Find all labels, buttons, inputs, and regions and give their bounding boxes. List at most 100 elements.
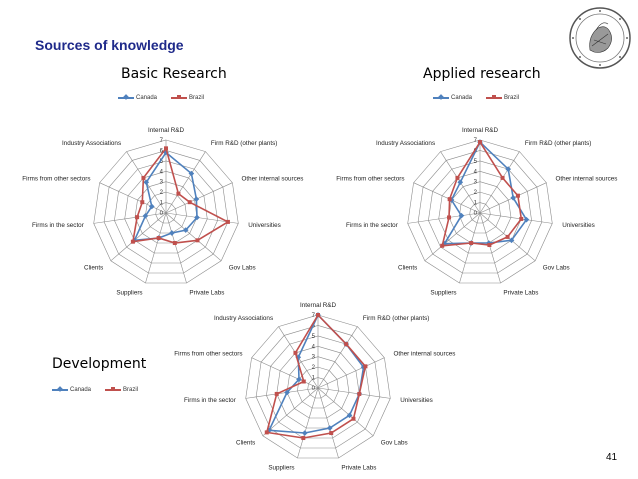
axis-spoke [165,151,206,214]
legend-item-canada: Canada [118,94,157,101]
tick-label: 3 [312,355,316,361]
axis-spoke [99,182,167,214]
grid-ring [469,202,491,224]
grid-ring [114,160,218,264]
axis-label-industry-associations: Industry Associations [214,315,273,322]
chart-title-development: Development [52,356,147,372]
grid-ring [276,345,360,429]
axis-label-clients: Clients [398,264,417,271]
axis-label-internal-randd: Internal R&D [462,127,498,134]
axis-spoke [297,387,319,459]
tick-label: 4 [474,169,478,175]
institution-seal-logo [568,6,632,70]
axis-label-private-labs: Private Labs [189,290,224,297]
axis-label-clients: Clients [84,264,103,271]
data-point-canada [301,430,308,436]
grid-ring [255,325,381,449]
grid-ring [307,377,329,399]
data-point-brazil [301,379,306,384]
grid-ring [417,150,543,274]
data-point-canada [169,230,175,236]
tick-label: 4 [160,169,164,175]
tick-label: 6 [312,323,316,329]
data-point-brazil [447,197,452,202]
axis-spoke [407,212,481,224]
data-point-canada [523,216,530,223]
tick-label: 0 [160,211,164,217]
axis-label-other-internal-sources: Other internal sources [242,176,304,183]
grid-ring [93,139,239,284]
axis-label-universities: Universities [248,222,281,229]
axis-label-universities: Universities [562,222,595,229]
axis-label-suppliers: Suppliers [116,290,142,297]
tick-label: 1 [312,376,316,382]
data-point-brazil [505,234,510,239]
axis-label-firm-randd-other-plants: Firm R&D (other plants) [525,140,591,147]
data-point-canada [194,214,200,221]
legend-item-brazil: Brazil [171,95,204,101]
chart-title-basic-research: Basic Research [121,66,227,82]
data-point-brazil [172,241,177,246]
axis-spoke [424,212,481,262]
grid-ring [145,191,187,234]
data-point-brazil [135,215,140,220]
data-point-brazil [274,391,279,396]
tick-label: 5 [312,334,316,340]
data-point-brazil [344,342,349,347]
tick-label: 2 [312,365,316,371]
data-point-brazil [164,146,168,151]
data-point-canada [457,179,464,186]
tick-label: 6 [160,148,164,154]
axis-label-universities: Universities [400,397,433,404]
axis-spoke [245,387,319,399]
radar-chart-applied-research: Internal R&D Firm R&D (other plants) Other… [336,127,617,297]
tick-label: 7 [160,138,164,144]
slide-title: Sources of knowledge [35,37,184,53]
data-point-brazil [487,243,492,248]
legend-item-brazil: Brazil [486,95,519,101]
axis-spoke [93,212,167,224]
axis-spoke [479,151,520,214]
legend-basic-research: Canada Brazil [118,94,204,101]
axis-label-firms-from-other-sectors: Firms from other sectors [336,176,404,183]
data-point-brazil [130,239,135,244]
axis-label-other-internal-sources: Other internal sources [394,351,456,358]
axis-label-firms-in-the-sector: Firms in the sector [184,397,236,404]
tick-label: 1 [474,201,478,207]
axis-spoke [413,182,481,214]
data-point-brazil [469,241,474,246]
data-point-canada [346,412,353,419]
axis-label-industry-associations: Industry Associations [62,140,121,147]
legend-applied-research: Canada Brazil [433,94,519,101]
data-point-canada [142,213,149,219]
axis-label-private-labs: Private Labs [503,290,538,297]
legend-item-canada: Canada [52,386,91,393]
axis-label-other-internal-sources: Other internal sources [556,176,618,183]
tick-label: 4 [312,344,316,350]
axis-label-firms-from-other-sectors: Firms from other sectors [22,176,90,183]
axis-label-firm-randd-other-plants: Firm R&D (other plants) [211,140,277,147]
tick-label: 0 [312,386,316,392]
grid-ring [245,314,391,459]
data-point-canada [505,166,512,172]
axis-label-private-labs: Private Labs [341,465,376,472]
axis-spoke [317,357,385,389]
data-point-brazil [225,219,230,224]
data-point-brazil [351,416,356,421]
axis-spoke [251,357,319,389]
data-point-brazil [478,140,482,145]
axis-spoke [317,387,391,399]
data-point-canada [296,376,302,383]
data-point-brazil [156,236,161,241]
tick-label: 3 [160,180,164,186]
series-line-canada [443,140,528,245]
tick-label: 1 [160,201,164,207]
data-point-canada [458,212,465,219]
axis-label-gov-labs: Gov Labs [229,264,256,271]
grid-ring [155,202,177,224]
page-number: 41 [606,452,618,463]
axis-label-internal-randd: Internal R&D [148,127,184,134]
tick-label: 7 [474,138,478,144]
axis-spoke [479,212,553,224]
data-point-brazil [357,391,362,396]
